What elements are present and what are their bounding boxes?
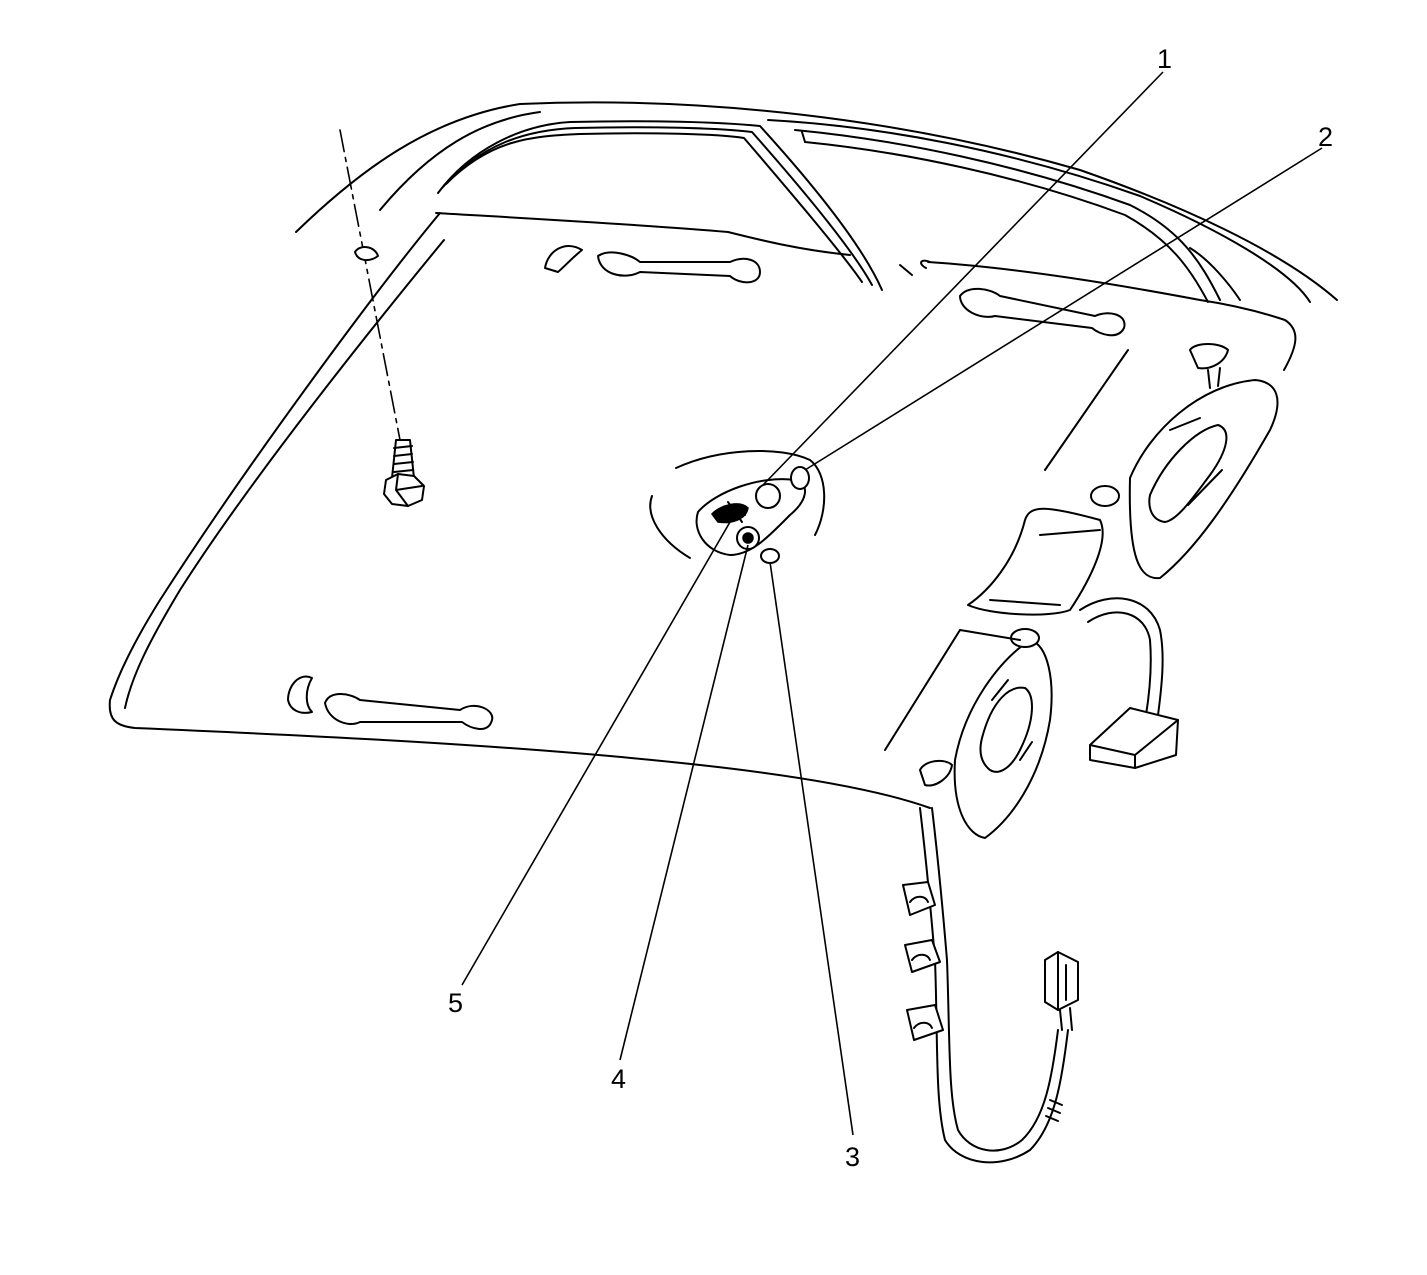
leader-lines (461, 71, 1323, 1136)
leader-line-4 (619, 544, 749, 1061)
sunvisor-front (919, 628, 1053, 839)
clip-3-icon (760, 548, 780, 564)
callout-1: 1 (1157, 44, 1172, 74)
bolt-assembly (339, 129, 425, 507)
leader-line-1 (762, 71, 1164, 486)
assist-handle-side (959, 287, 1126, 337)
callout-3: 3 (845, 1142, 860, 1172)
leader-line-5 (461, 521, 731, 986)
wiring-harness (902, 597, 1179, 1164)
bezel-screw-icon (755, 483, 781, 509)
harness-connector-icon (1089, 707, 1179, 769)
sunvisor-rear (1128, 343, 1279, 580)
callout-5: 5 (448, 988, 463, 1018)
assist-handle-front (544, 245, 761, 284)
leader-line-3 (769, 561, 854, 1136)
leader-line-2 (804, 147, 1323, 471)
headliner-panel (108, 101, 1338, 809)
dome-lamp-area (649, 449, 826, 564)
callouts: 1 2 3 4 5 (448, 44, 1333, 1172)
harness-clip-icon (902, 881, 936, 916)
harness-clip-icon (904, 939, 941, 973)
callout-2: 2 (1318, 122, 1333, 152)
callout-4: 4 (611, 1064, 626, 1094)
console-recess (884, 349, 1129, 751)
clip-2-icon (790, 466, 810, 490)
assist-handle-rear (287, 675, 494, 730)
harness-plug-icon (1044, 951, 1079, 1011)
bolt-head-icon (383, 473, 425, 507)
